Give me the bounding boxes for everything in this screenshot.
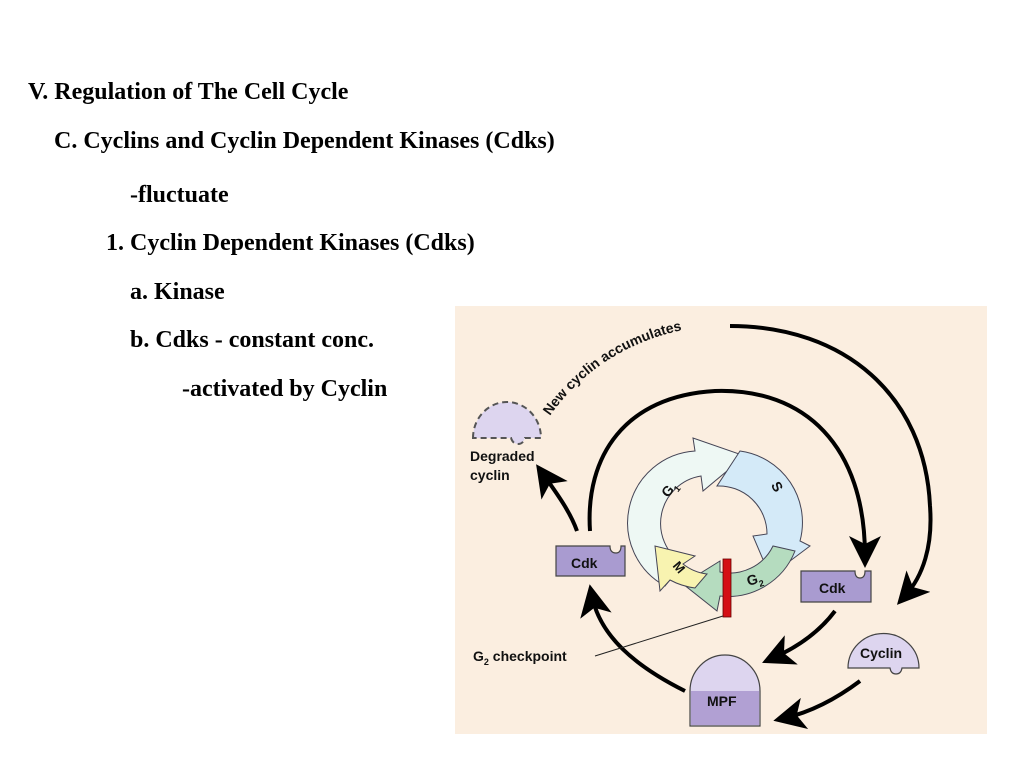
cell-cycle-ring <box>627 437 811 612</box>
mpf-label: MPF <box>707 693 737 709</box>
degraded-label-2: cyclin <box>470 467 510 483</box>
checkpoint-leader-line <box>594 615 724 657</box>
phase-g2-label: G2 <box>745 569 765 591</box>
bullet-constant-conc: b. Cdks - constant conc. <box>130 327 375 353</box>
g2-checkpoint-bar <box>722 558 732 618</box>
cyclin-to-mpf-arrow <box>773 679 862 730</box>
cdk-to-mpf-arrow <box>762 609 837 665</box>
phase-m <box>654 545 708 593</box>
cdk-left-label: Cdk <box>571 555 598 571</box>
cyclin-shape <box>847 632 920 675</box>
cdk-left-shape <box>555 545 626 577</box>
phase-s <box>716 450 811 577</box>
slide-subheading: C. Cyclins and Cyclin Dependent Kinases … <box>54 128 555 154</box>
cdk-right-label: Cdk <box>819 580 846 596</box>
slide-heading: V. Regulation of The Cell Cycle <box>28 79 349 105</box>
degraded-label-1: Degraded <box>470 448 535 464</box>
bullet-fluctuate: -fluctuate <box>130 182 229 208</box>
degraded-cyclin-shape <box>471 401 543 446</box>
inner-arc-arrow <box>587 388 881 568</box>
to-degraded-arrow <box>536 464 579 532</box>
bullet-cdks: 1. Cyclin Dependent Kinases (Cdks) <box>106 230 475 256</box>
bullet-activated-by-cyclin: -activated by Cyclin <box>182 376 388 402</box>
cdk-right-shape <box>800 570 872 603</box>
g2-checkpoint-label: G2 checkpoint <box>473 648 567 667</box>
cell-cycle-figure: New cyclin accumulates Degraded cyclin G… <box>455 306 987 734</box>
phase-g2 <box>682 545 796 612</box>
cyclin-label: Cyclin <box>860 645 902 661</box>
bullet-kinase: a. Kinase <box>130 279 225 305</box>
mpf-to-cdk-arrow <box>580 584 686 693</box>
outer-arc-arrow <box>729 324 933 605</box>
